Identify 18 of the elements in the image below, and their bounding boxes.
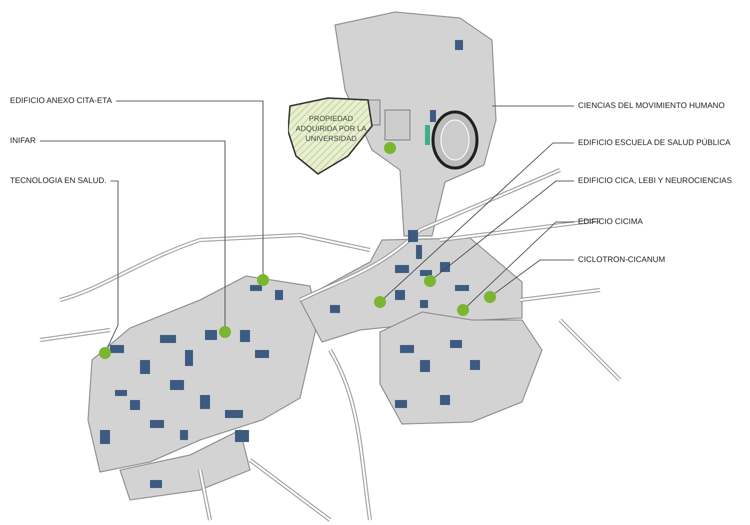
building-label: EDIFICIO CICIMA: [578, 217, 643, 227]
building-label: CIENCIAS DEL MOVIMIENTO HUMANO: [578, 101, 725, 111]
leader-line: [116, 100, 264, 274]
leader-line: [39, 140, 226, 326]
leader-line: [107, 180, 118, 348]
building-label: EDIFICIO ESCUELA DE SALUD PÚBLICA: [578, 138, 730, 148]
leader-line: [467, 222, 574, 306]
building-label: CICLOTRON-CICANUM: [578, 255, 666, 265]
leader-line: [434, 180, 574, 278]
building-label: TECNOLOGIA EN SALUD.: [10, 176, 106, 186]
building-label: EDIFICIO ANEXO CITA-ETA: [10, 96, 112, 106]
leader-line: [494, 260, 574, 294]
building-label: INIFAR: [10, 136, 36, 146]
location-marker: [99, 347, 111, 359]
property-area: [288, 96, 374, 176]
building-label: EDIFICIO CICA, LEBI Y NEUROCIENCIAS: [578, 176, 732, 186]
location-marker: [257, 274, 269, 286]
leader-line: [384, 142, 574, 298]
